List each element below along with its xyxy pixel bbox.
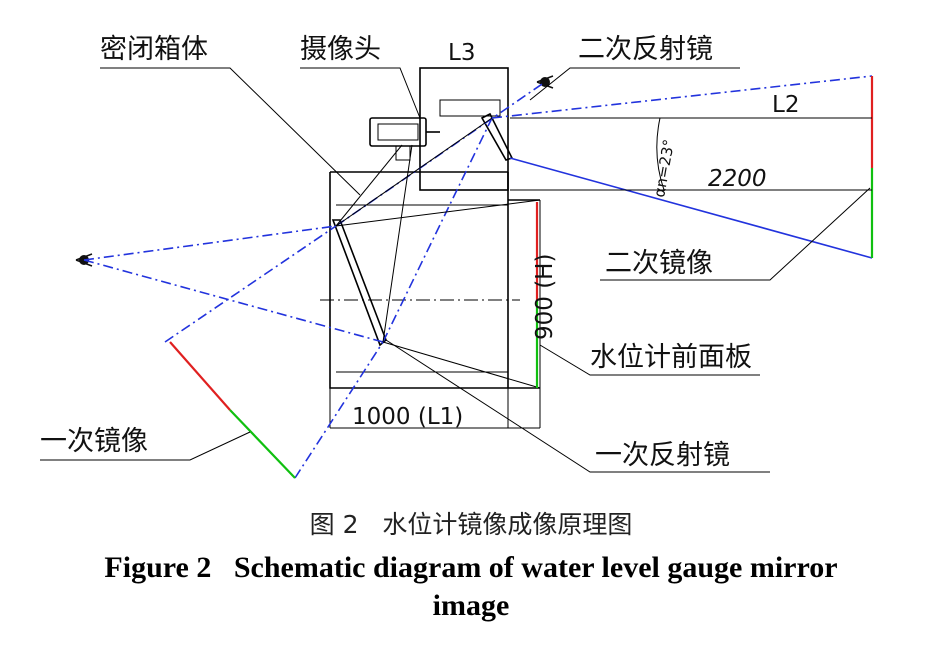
camera-icon bbox=[369, 117, 440, 161]
label-l3: L3 bbox=[448, 40, 475, 66]
label-l2: L2 bbox=[772, 92, 799, 118]
label-camera: 摄像头 bbox=[300, 34, 381, 65]
label-width-1000: 1000 (L1) bbox=[352, 404, 463, 430]
label-height-900: 900 (H) bbox=[532, 254, 558, 340]
label-secondary-image: 二次镜像 bbox=[605, 248, 713, 279]
label-secondary-mirror: 二次反射镜 bbox=[578, 34, 713, 65]
label-front-panel: 水位计前面板 bbox=[590, 342, 752, 373]
angle-arc bbox=[656, 117, 665, 191]
upper-housing bbox=[419, 67, 509, 191]
label-primary-image: 一次镜像 bbox=[40, 426, 148, 457]
light-rays bbox=[83, 75, 873, 479]
primary-image-gauge bbox=[169, 341, 296, 479]
caption-zh: 图 2 水位计镜像成像原理图 bbox=[310, 510, 633, 539]
label-enclosure: 密闭箱体 bbox=[100, 34, 208, 65]
caption-en-line1: Figure 2 Schematic diagram of water leve… bbox=[104, 551, 837, 584]
leader-lines bbox=[40, 67, 871, 473]
sealed-enclosure bbox=[320, 171, 541, 429]
label-primary-mirror: 一次反射镜 bbox=[595, 440, 730, 471]
eye-top-icon bbox=[536, 75, 554, 89]
label-2200: 2200 bbox=[708, 166, 767, 192]
caption-en-line2: image bbox=[433, 589, 510, 622]
primary-mirror bbox=[331, 219, 387, 347]
